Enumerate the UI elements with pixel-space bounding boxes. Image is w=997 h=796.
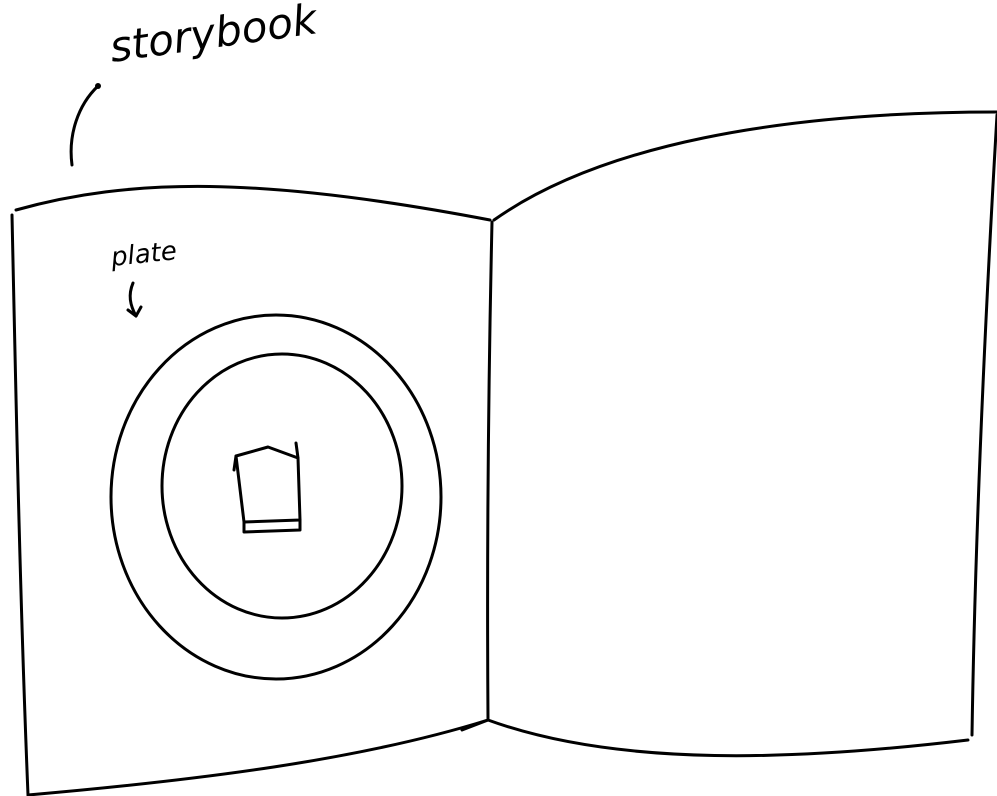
right-page xyxy=(488,112,997,756)
plate-arrow xyxy=(128,283,141,316)
plate xyxy=(111,315,441,679)
storybook-label: storybook xyxy=(107,0,322,72)
plate-inner-rim xyxy=(162,354,402,618)
left-page xyxy=(12,186,490,795)
storybook-arrow xyxy=(71,83,101,165)
plate-outer-rim xyxy=(111,315,441,679)
plate-label: plate xyxy=(109,236,179,273)
book-spine xyxy=(462,222,492,730)
house-icon xyxy=(234,443,300,532)
